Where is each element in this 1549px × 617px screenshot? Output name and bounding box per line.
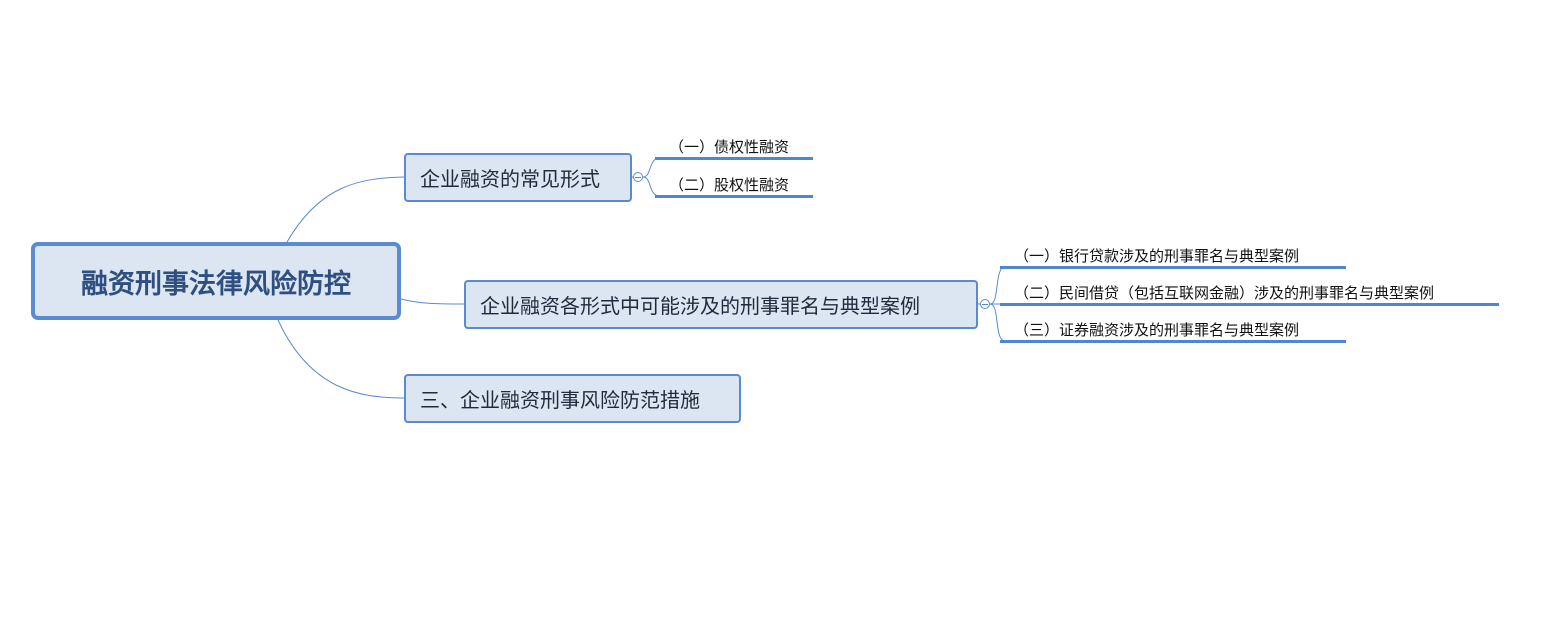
leaf-node[interactable]: （三）证券融资涉及的刑事罪名与典型案例 [1000, 321, 1346, 343]
connector-root-branch2 [400, 298, 465, 305]
leaf-node[interactable]: （二）股权性融资 [655, 176, 813, 198]
leaf-label: （二）民间借贷（包括互联网金融）涉及的刑事罪名与典型案例 [1014, 284, 1435, 302]
leaf-node[interactable]: （一）债权性融资 [655, 138, 813, 160]
leaf-node[interactable]: （一）银行贷款涉及的刑事罪名与典型案例 [1000, 247, 1346, 269]
leaf-node[interactable]: （二）民间借贷（包括互联网金融）涉及的刑事罪名与典型案例 [1000, 284, 1499, 306]
connector-root-branch1 [286, 176, 405, 243]
branch-label: 企业融资的常见形式 [420, 167, 600, 191]
root-node[interactable]: 融资刑事法律风险防控 [31, 242, 401, 320]
branch-node-criminal-charges[interactable]: 企业融资各形式中可能涉及的刑事罪名与典型案例 [464, 280, 978, 329]
leaf-label: （一）银行贷款涉及的刑事罪名与典型案例 [1014, 247, 1300, 265]
leaf-label: （一）债权性融资 [669, 138, 790, 156]
leaf-label: （三）证券融资涉及的刑事罪名与典型案例 [1014, 321, 1300, 339]
branch-label: 三、企业融资刑事风险防范措施 [420, 388, 700, 412]
collapse-toggle-icon[interactable] [633, 172, 643, 182]
branch-node-common-forms[interactable]: 企业融资的常见形式 [404, 153, 632, 202]
connector-root-branch3 [277, 319, 405, 399]
branch-label: 企业融资各形式中可能涉及的刑事罪名与典型案例 [480, 294, 920, 318]
branch-node-prevention-measures[interactable]: 三、企业融资刑事风险防范措施 [404, 374, 741, 423]
leaf-label: （二）股权性融资 [669, 176, 790, 194]
root-label: 融资刑事法律风险防控 [81, 268, 351, 300]
collapse-toggle-icon[interactable] [980, 299, 990, 309]
